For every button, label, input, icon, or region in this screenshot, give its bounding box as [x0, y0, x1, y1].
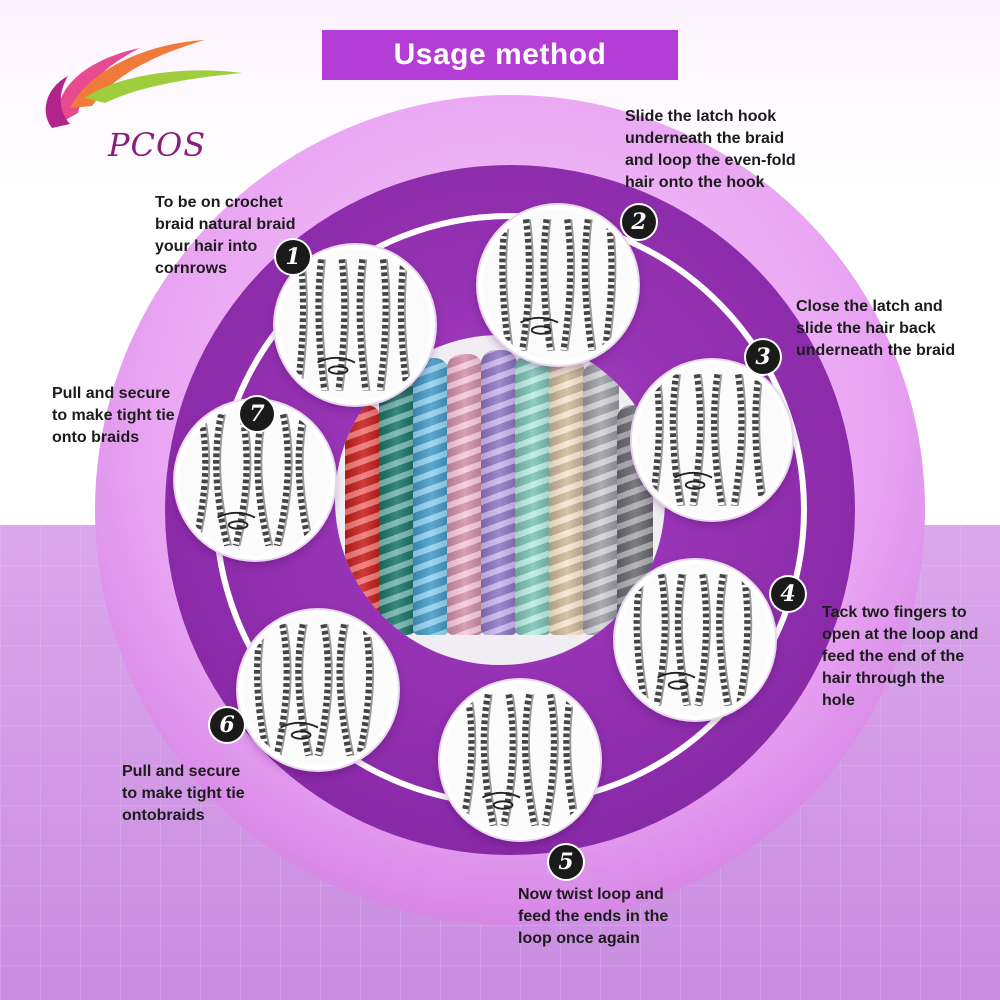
step-6-number-badge: 6 — [210, 708, 244, 742]
step-3-caption: Close the latch and slide the hair back … — [796, 298, 956, 359]
braid-strand — [481, 350, 517, 635]
braid-strand — [379, 362, 415, 635]
braid-strand — [345, 405, 381, 635]
braid-strand — [549, 358, 585, 635]
page-title: Usage method — [322, 30, 678, 80]
step-7-illustration — [175, 400, 335, 560]
braid-strand — [447, 354, 483, 635]
step-1-caption: To be on crochet braid natural braid you… — [155, 194, 296, 277]
pcos-logo: PCOS — [30, 28, 260, 164]
step-3-number-badge: 3 — [746, 340, 780, 374]
step-5-number-badge: 5 — [549, 845, 583, 879]
step-1-illustration — [275, 245, 435, 405]
step-2-number-badge: 2 — [622, 205, 656, 239]
braid-strand — [583, 362, 619, 635]
leaf-swoosh-icon — [45, 40, 242, 128]
step-5-caption: Now twist loop and feed the ends in the … — [518, 886, 669, 947]
step-4-number-badge: 4 — [771, 577, 805, 611]
step-6-caption: Pull and secure to make tight tie ontobr… — [122, 763, 245, 824]
step-4-illustration — [615, 560, 775, 720]
step-2-illustration — [478, 205, 638, 365]
step-5-illustration — [440, 680, 600, 840]
logo-text: PCOS — [108, 126, 207, 164]
step-7-caption: Pull and secure to make tight tie onto b… — [52, 385, 175, 446]
braid-strand — [515, 354, 551, 635]
step-1-number-badge: 1 — [276, 240, 310, 274]
step-3-illustration — [632, 360, 792, 520]
step-4-caption: Tack two fingers to open at the loop and… — [822, 604, 979, 709]
step-6-illustration — [238, 610, 398, 770]
braid-strand — [413, 358, 449, 635]
step-2-caption: Slide the latch hook underneath the brai… — [625, 108, 796, 191]
step-7-number-badge: 7 — [240, 397, 274, 431]
